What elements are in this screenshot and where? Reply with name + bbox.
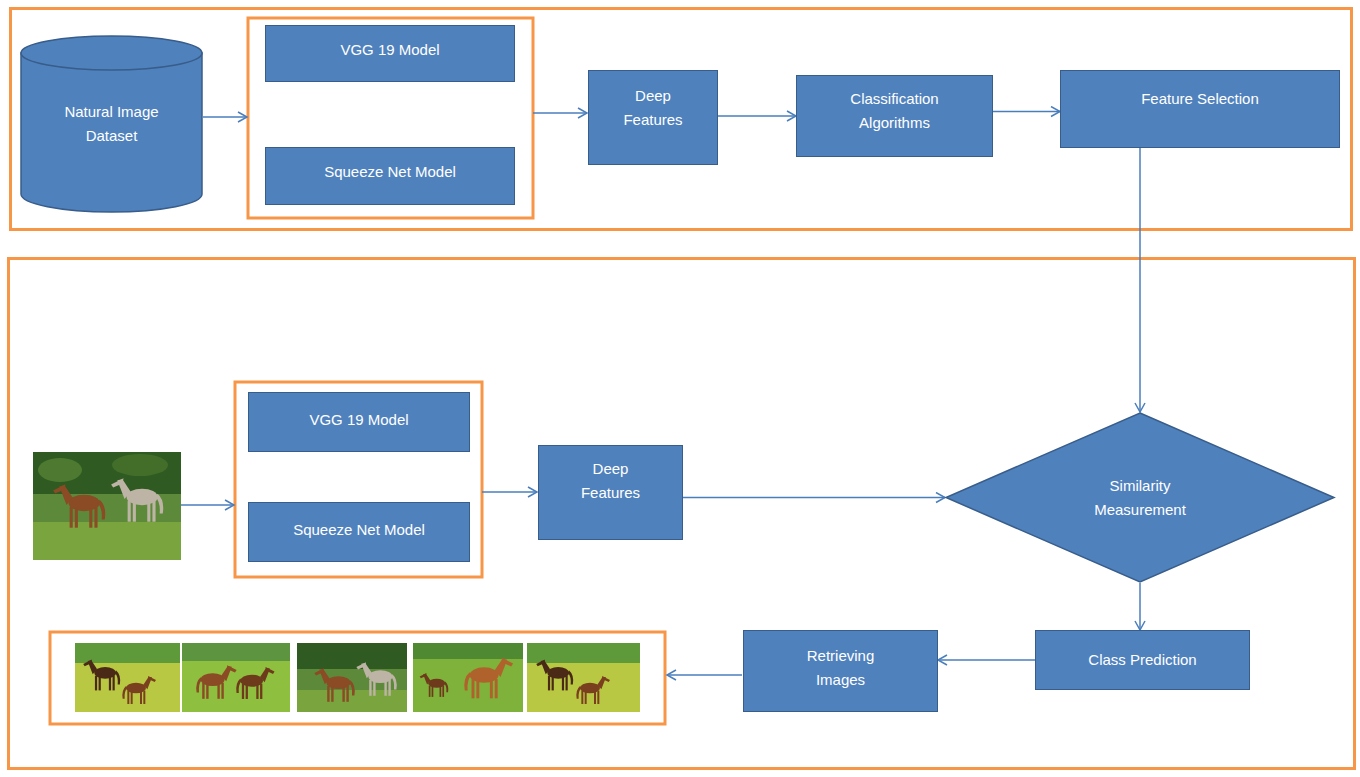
group-frame [11,9,1352,230]
horse-figure [196,665,236,699]
photo-grass [33,522,181,560]
node-label: Feature Selection [1141,87,1259,111]
flow-arrow [482,491,537,493]
model-box: VGG 19 Model [265,25,515,82]
photo-foliage [38,458,82,482]
photo-foliage [33,452,181,494]
model-box: Squeeze Net Model [248,502,470,562]
process-box: Feature Selection [1060,70,1340,148]
photo-ground [413,643,523,712]
horse-figure [464,658,513,699]
result-photo [182,643,290,712]
photo-ground [182,643,290,712]
group-frame [235,382,482,577]
photo-ground [75,643,180,712]
node-label: Class Prediction [1088,648,1196,672]
node-label: VGG 19 Model [340,38,439,62]
group-frame [9,259,1355,769]
diamond-outline [945,412,1335,583]
model-box: VGG 19 Model [248,392,470,452]
query-photo [33,452,181,560]
flow-arrow [667,674,742,676]
result-photo [75,643,180,712]
photo-ground [527,643,640,712]
flow-arrow [533,112,587,114]
flow-arrow [181,504,234,506]
dataset-cylinder: Natural Image Dataset [20,35,203,212]
flow-arrow [993,111,1060,113]
node-label: Deep Features [613,84,693,132]
result-photo [527,643,640,712]
photo-foliage [112,454,168,476]
process-box: Classification Algorithms [796,75,993,157]
node-label: Deep Features [571,457,651,505]
flow-arrow [1139,583,1141,630]
photo-foliage [413,643,523,659]
flow-arrow [718,115,796,117]
photo-foliage [75,643,180,663]
photo-foliage [527,643,640,663]
horse-figure [314,668,354,702]
process-box: Class Prediction [1035,630,1250,690]
horse-figure [122,676,156,704]
node-label: Squeeze Net Model [293,518,425,542]
diamond-fill [946,413,1334,582]
photo-foliage [182,643,290,661]
horse-figure [356,662,396,696]
horse-figure [53,484,105,527]
process-box: Deep Features [538,445,683,540]
horse-figure [536,660,573,691]
flow-arrow [938,659,1035,661]
result-photo [297,643,407,712]
cylinder-outline [20,35,203,212]
node-label: Squeeze Net Model [324,160,456,184]
horse-figure [420,673,449,697]
cylinder-body [21,53,202,212]
node-label: Retrieving Images [796,644,886,692]
node-label: Classification Algorithms [840,87,950,135]
group-frame [248,18,533,218]
photo-ground [33,452,181,560]
flow-arrow [1139,148,1141,412]
node-label: Similarity Measurement [1075,474,1205,522]
cylinder-top [21,36,202,70]
group-frame [50,632,665,724]
flow-arrow [683,497,945,499]
photo-foliage [297,643,407,669]
horse-figure [576,676,610,704]
node-label: Natural Image Dataset [57,100,167,148]
photo-ground [297,643,407,712]
decision-diamond: Similarity Measurement [945,412,1335,583]
result-photo [413,643,523,712]
node-label: VGG 19 Model [309,408,408,432]
process-box: Deep Features [588,70,718,165]
horse-figure [83,660,120,691]
horse-figure [236,667,274,699]
model-box: Squeeze Net Model [265,147,515,205]
flow-arrow [203,116,247,118]
horse-figure [111,478,163,521]
process-box: Retrieving Images [743,630,938,712]
